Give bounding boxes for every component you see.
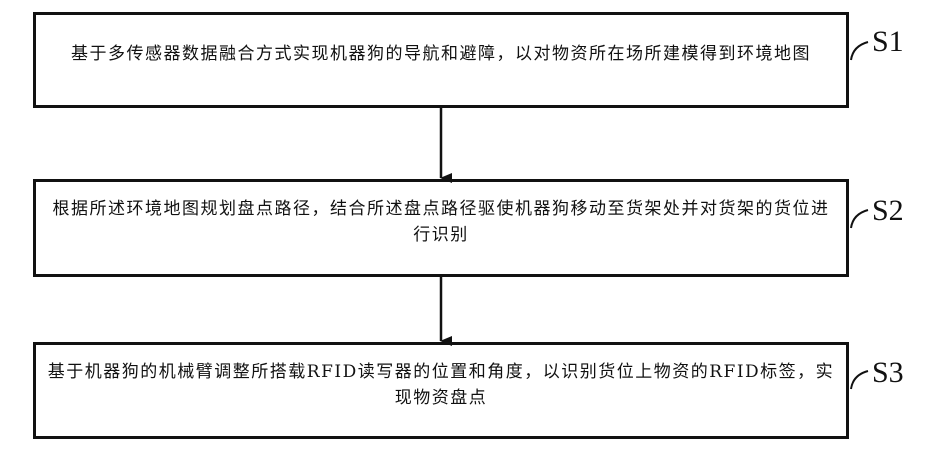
leader-curve-s1 [850,41,869,61]
step-text-s3: 基于机器狗的机械臂调整所搭载RFID读写器的位置和角度，以识别货位上物资的RFI… [47,361,835,408]
step-text-s1: 基于多传感器数据融合方式实现机器狗的导航和避障，以对物资所在场所建模得到环境地图 [71,44,811,64]
leader-curve-s3 [850,370,869,390]
step-label-s1: S1 [872,25,904,58]
leader-curve-s2 [850,209,869,229]
step-box-s1: 基于多传感器数据融合方式实现机器狗的导航和避障，以对物资所在场所建模得到环境地图 [33,12,849,108]
step-text-s2: 根据所述环境地图规划盘点路径，结合所述盘点路径驱使机器狗移动至货架处并对货架的货… [52,199,830,245]
step-label-s3: S3 [872,356,904,389]
step-label-s2: S2 [872,194,904,227]
step-box-s3: 基于机器狗的机械臂调整所搭载RFID读写器的位置和角度，以识别货位上物资的RFI… [33,342,849,439]
step-box-s2: 根据所述环境地图规划盘点路径，结合所述盘点路径驱使机器狗移动至货架处并对货架的货… [33,179,849,277]
